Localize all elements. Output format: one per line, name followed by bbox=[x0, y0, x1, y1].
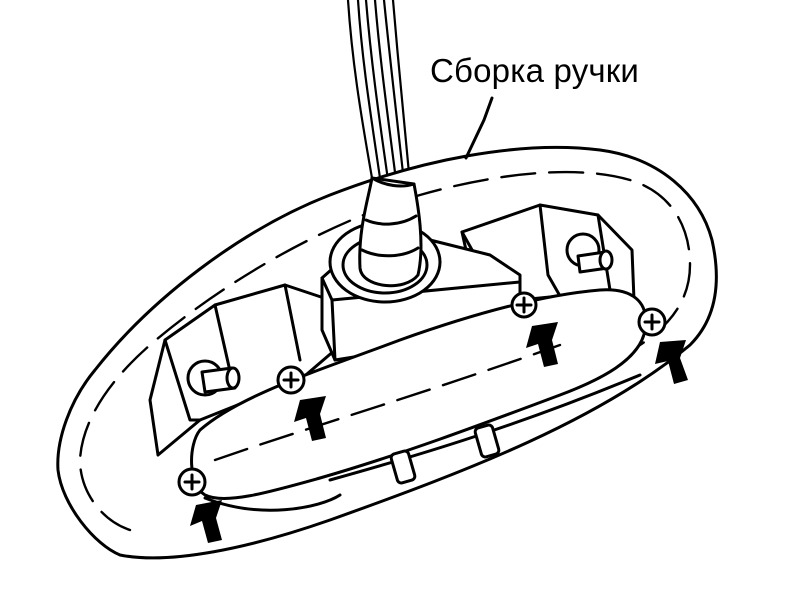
retaining-clip-left bbox=[389, 449, 417, 485]
arrow-icon bbox=[294, 396, 326, 441]
stud-right bbox=[565, 232, 614, 274]
screw-icon bbox=[510, 291, 538, 319]
handle-assembly-label: Сборка ручки bbox=[430, 52, 640, 89]
stud-left bbox=[186, 359, 241, 397]
arrow-icon bbox=[526, 322, 558, 367]
arrow-icon bbox=[190, 500, 222, 543]
screw-icon bbox=[177, 467, 207, 497]
screw-icon bbox=[637, 307, 667, 337]
callout-leader-line bbox=[464, 96, 494, 160]
handle-body-seam bbox=[213, 343, 562, 462]
retaining-clip-right bbox=[473, 423, 501, 459]
wire-harness bbox=[346, 0, 412, 186]
grommet bbox=[328, 176, 442, 304]
screw-icon bbox=[276, 365, 306, 395]
arrow-icon bbox=[655, 340, 688, 384]
